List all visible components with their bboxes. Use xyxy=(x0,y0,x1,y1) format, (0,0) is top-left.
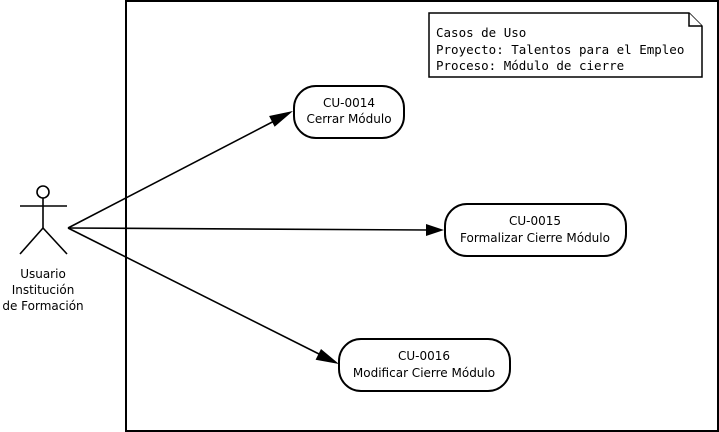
note-shape xyxy=(428,12,703,78)
actor-label-line-3: de Formación xyxy=(2,299,83,313)
use-case-cu-0014[interactable]: CU-0014 Cerrar Módulo xyxy=(293,85,405,139)
arrow-head-cu-0014 xyxy=(269,111,293,127)
associations xyxy=(67,111,444,364)
note: Casos de Uso Proyecto: Talentos para el … xyxy=(428,12,703,78)
arrow-head-cu-0015 xyxy=(426,224,444,236)
note-fold xyxy=(688,13,702,27)
association-cu-0016 xyxy=(67,227,326,358)
association-cu-0014 xyxy=(67,117,281,229)
use-case-cu-0015[interactable]: CU-0015 Formalizar Cierre Módulo xyxy=(444,203,627,257)
actor-head xyxy=(36,185,50,199)
use-case-name: Cerrar Módulo xyxy=(306,112,391,126)
association-cu-0015 xyxy=(67,227,429,231)
note-line-3: Proceso: Módulo de cierre xyxy=(436,58,624,73)
use-case-name: Formalizar Cierre Módulo xyxy=(460,231,610,245)
actor-usuario-institucion[interactable]: Usuario Institución de Formación xyxy=(2,185,84,313)
use-case-name: Modificar Cierre Módulo xyxy=(353,366,495,380)
actor-left-leg xyxy=(19,227,44,255)
use-case-shape xyxy=(293,85,405,139)
use-case-id: CU-0014 xyxy=(323,96,375,110)
note-line-2: Proyecto: Talentos para el Empleo xyxy=(436,42,684,57)
actor-right-leg xyxy=(42,227,68,255)
arrow-head-cu-0016 xyxy=(315,349,339,364)
use-case-id: CU-0016 xyxy=(398,349,450,363)
actor-label-line-2: Institución xyxy=(12,283,75,297)
actor-label-line-1: Usuario xyxy=(20,267,66,281)
note-line-1: Casos de Uso xyxy=(436,25,526,40)
use-case-shape xyxy=(338,338,511,392)
use-case-shape xyxy=(444,203,627,257)
use-case-cu-0016[interactable]: CU-0016 Modificar Cierre Módulo xyxy=(338,338,511,392)
use-case-id: CU-0015 xyxy=(509,214,561,228)
